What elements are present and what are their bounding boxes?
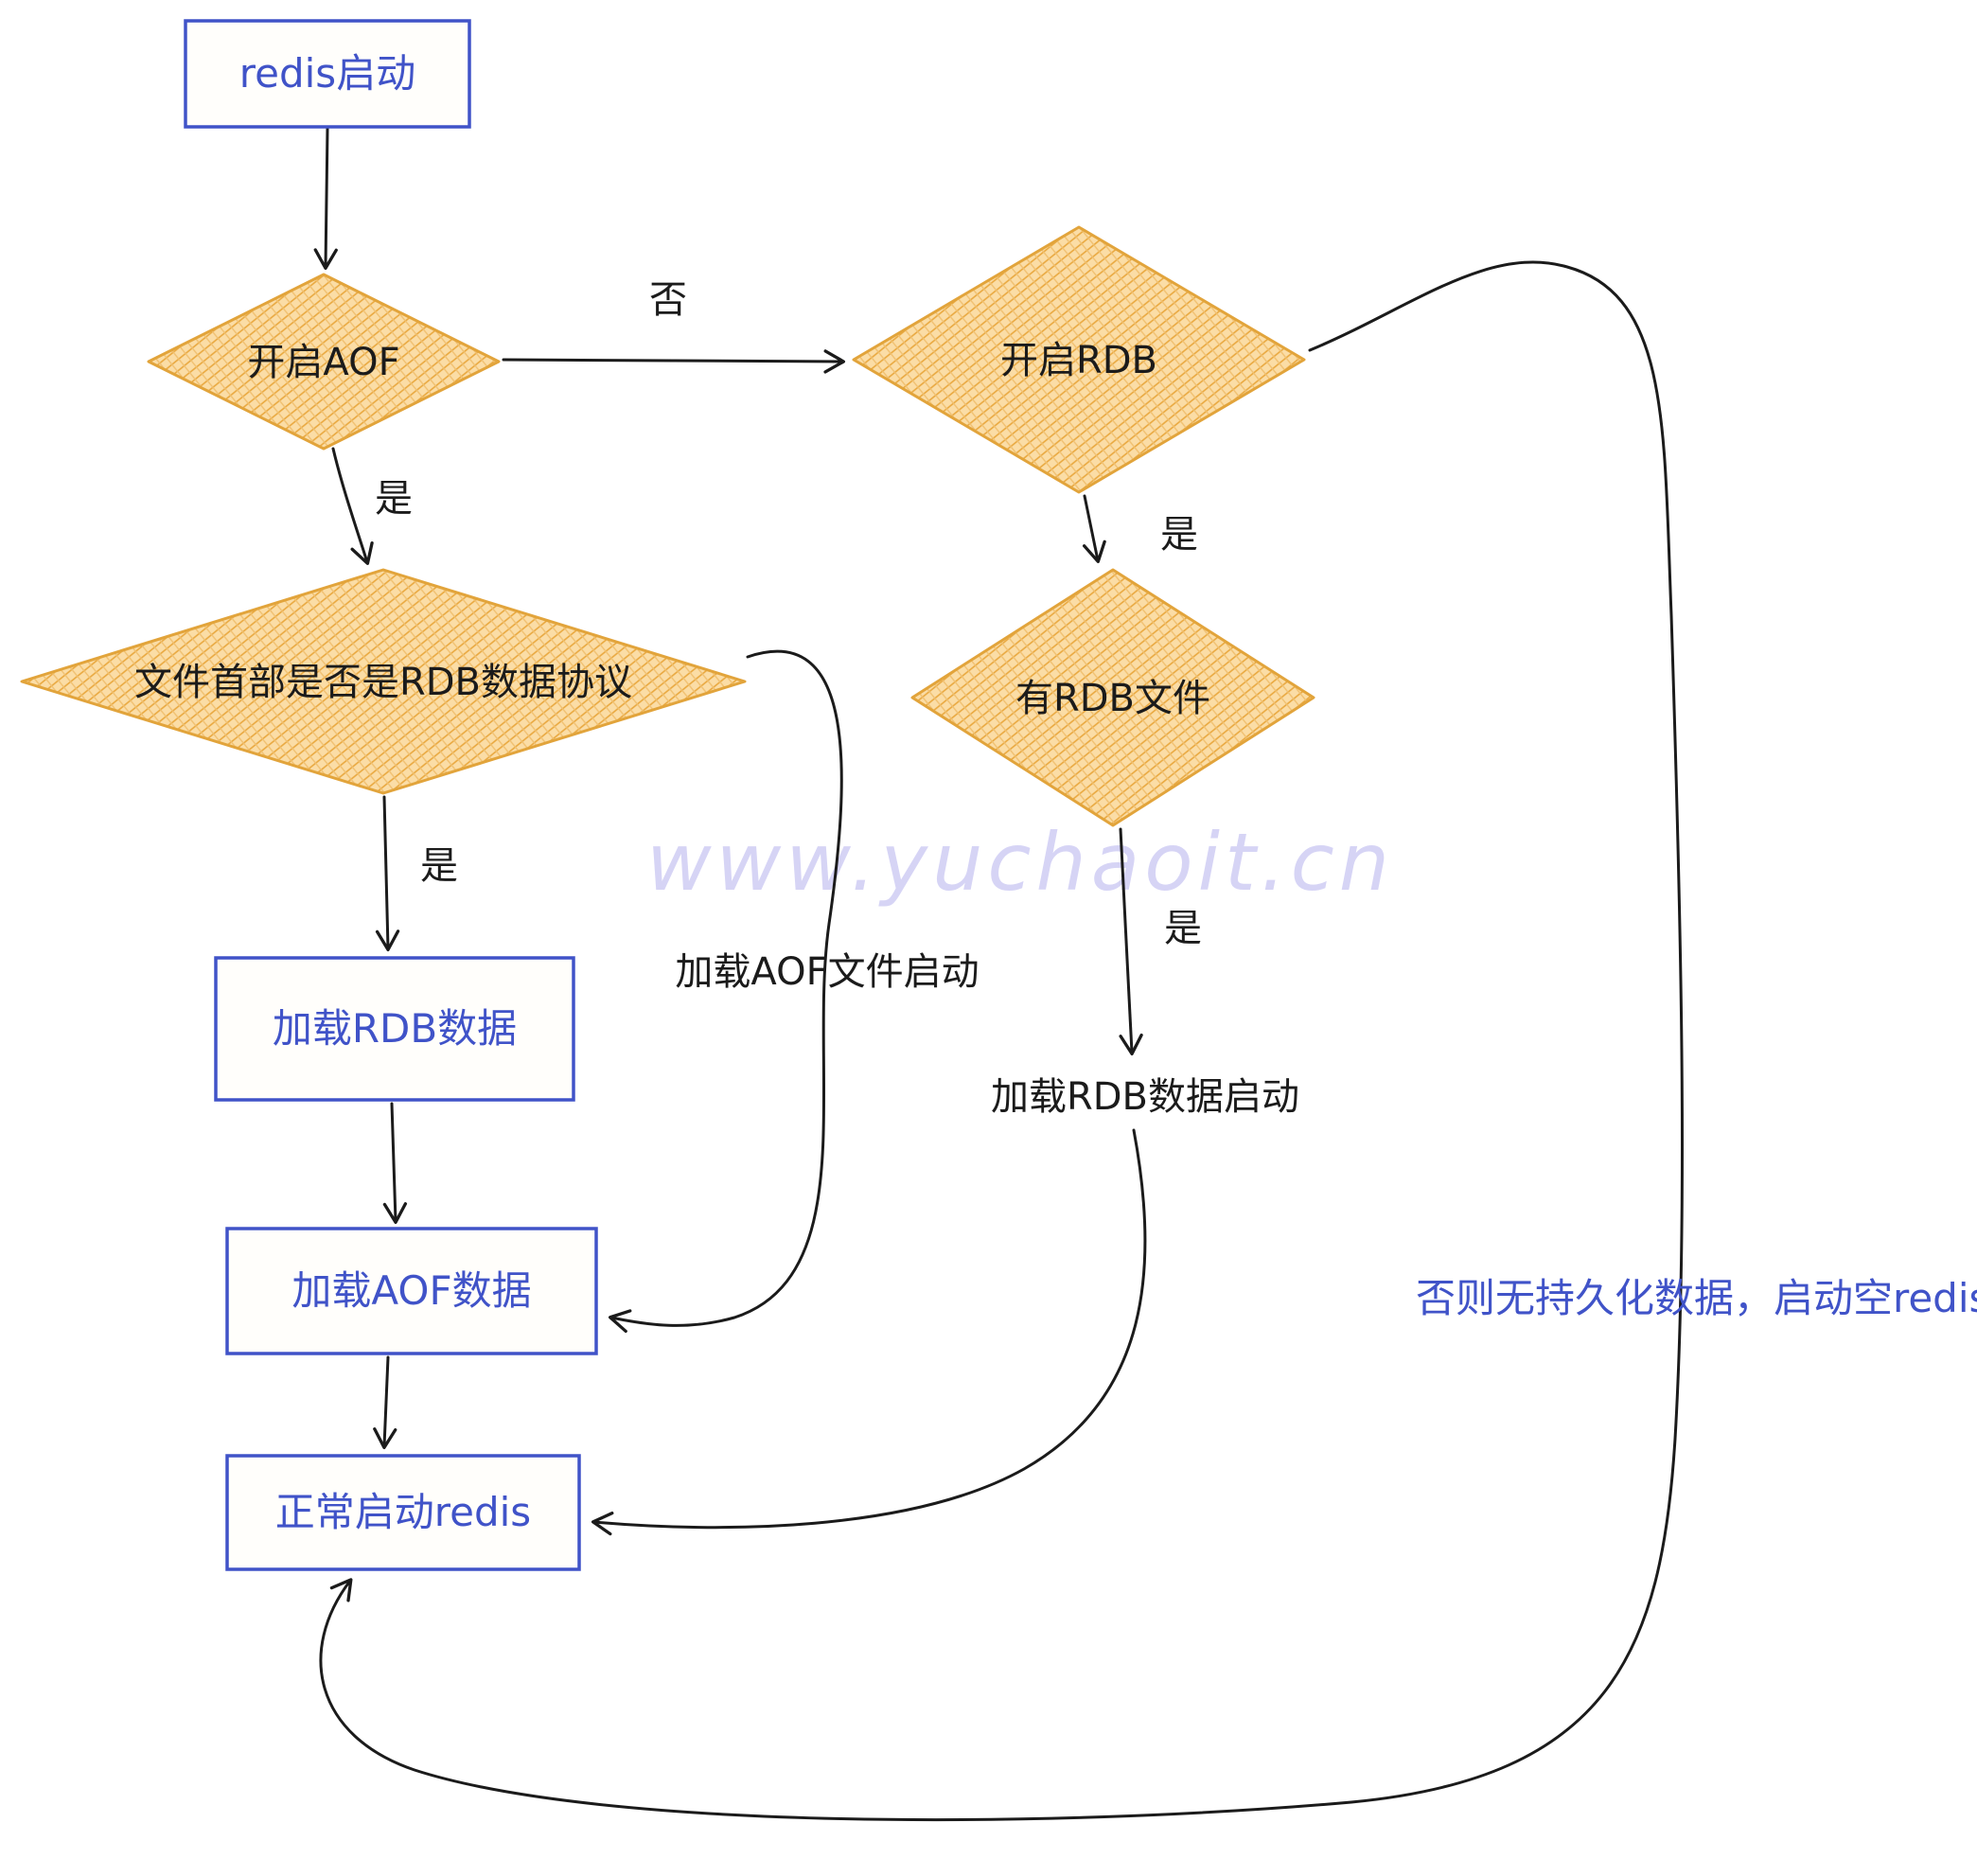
node-redis-start: redis启动 bbox=[184, 19, 471, 129]
rdb-enabled-label: 开启RDB bbox=[1000, 339, 1157, 382]
edge-label-yes-header: 是 bbox=[420, 844, 458, 888]
edge-label-load-rdb-start: 加载RDB数据启动 bbox=[991, 1075, 1299, 1119]
header-is-rdb-label: 文件首部是否是RDB数据协议 bbox=[134, 661, 632, 704]
edge-labels: 否 是 是 是 是 加载AOF文件启动 加载RDB数据启动 否则无持久化数据，启… bbox=[375, 278, 1977, 1321]
aof-enabled-shape bbox=[147, 273, 501, 451]
redis-start-label: redis启动 bbox=[239, 50, 415, 97]
edge-aof-to-header bbox=[331, 447, 374, 565]
edge-label-yes-aof: 是 bbox=[375, 477, 413, 521]
load-aof-shape bbox=[225, 1227, 598, 1355]
node-has-rdb-file: 有RDB文件 bbox=[910, 568, 1315, 827]
edges bbox=[313, 127, 1685, 1822]
watermark-text: www.yuchaoit.cn bbox=[646, 816, 1394, 909]
node-load-aof: 加载AOF数据 bbox=[225, 1227, 598, 1355]
edge-rdb-empty-loop-to-startok bbox=[319, 260, 1685, 1822]
node-aof-enabled: 开启AOF bbox=[147, 273, 501, 451]
edge-header-to-loadrdb bbox=[375, 795, 400, 952]
edge-label-empty-redis-note: 否则无持久化数据，启动空redis bbox=[1416, 1275, 1977, 1321]
node-load-rdb: 加载RDB数据 bbox=[214, 956, 575, 1102]
node-header-is-rdb: 文件首部是否是RDB数据协议 bbox=[20, 568, 747, 795]
edge-rdbfile-down bbox=[1119, 827, 1143, 1056]
start-ok-shape bbox=[225, 1454, 581, 1571]
edge-loadaof-to-startok bbox=[373, 1355, 397, 1450]
load-aof-label: 加载AOF数据 bbox=[291, 1267, 531, 1314]
start-ok-label: 正常启动redis bbox=[275, 1489, 531, 1535]
load-rdb-shape bbox=[214, 956, 575, 1102]
edge-header-loop-to-loadaof bbox=[609, 649, 843, 1334]
edge-label-no: 否 bbox=[649, 278, 687, 322]
has-rdb-file-label: 有RDB文件 bbox=[1015, 677, 1210, 720]
edge-label-load-aof-start: 加载AOF文件启动 bbox=[675, 950, 979, 994]
node-rdb-enabled: 开启RDB bbox=[852, 225, 1306, 494]
edge-rdb-to-rdbfile bbox=[1082, 494, 1106, 563]
header-is-rdb-shape bbox=[20, 568, 747, 795]
edge-label-yes-rdbfile: 是 bbox=[1164, 907, 1202, 950]
edge-rdbload-to-startok bbox=[591, 1128, 1147, 1536]
edge-start-to-aof bbox=[313, 127, 338, 271]
edge-loadrdb-to-loadaof bbox=[382, 1102, 408, 1225]
aof-enabled-label: 开启AOF bbox=[247, 341, 399, 384]
has-rdb-file-shape bbox=[910, 568, 1315, 827]
node-start-ok: 正常启动redis bbox=[225, 1454, 581, 1571]
load-rdb-label: 加载RDB数据 bbox=[273, 1005, 517, 1052]
edge-aof-to-rdb bbox=[502, 349, 846, 374]
edge-label-yes-rdb: 是 bbox=[1160, 513, 1198, 557]
redis-start-shape bbox=[184, 19, 471, 129]
rdb-enabled-shape bbox=[852, 225, 1306, 494]
